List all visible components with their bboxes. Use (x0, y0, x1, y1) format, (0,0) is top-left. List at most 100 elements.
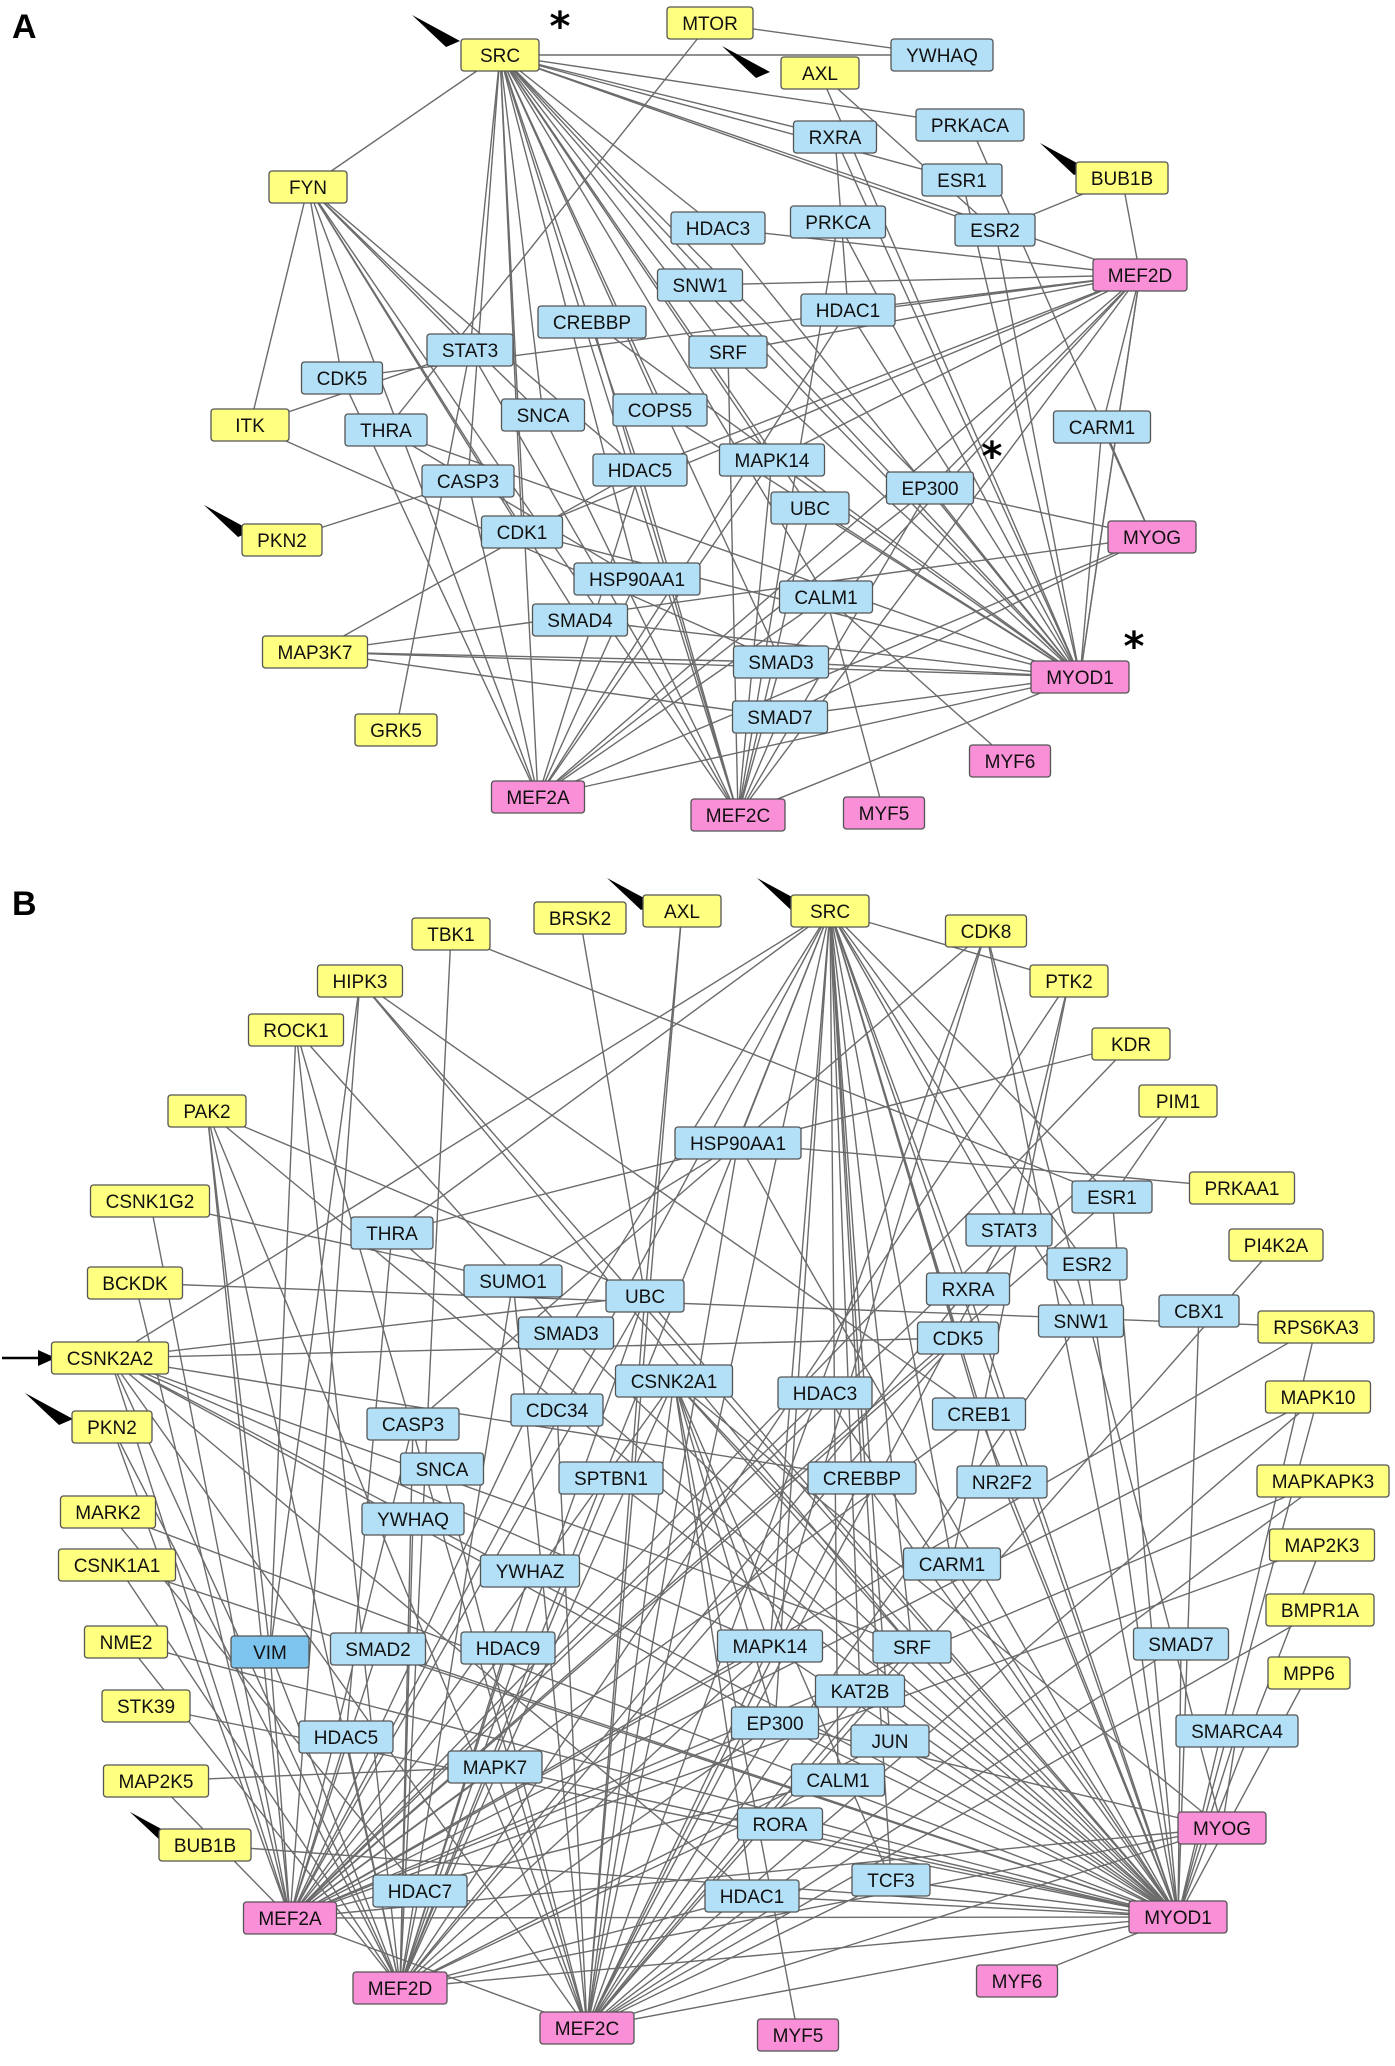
edge-hdac3-mef2d (717, 227, 1141, 276)
node-box (790, 894, 870, 928)
edge-myog-mef2d (399, 1827, 1223, 1989)
edge-cdk8-casp3 (412, 930, 987, 1425)
node-bmpr1a: BMPR1A (1265, 1593, 1375, 1627)
node-stat3: STAT3 (965, 1213, 1053, 1247)
node-label: BMPR1A (1281, 1601, 1359, 1622)
edge-src-ep300 (774, 910, 831, 1724)
node-hsp90aa1: HSP90AA1 (674, 1126, 802, 1160)
edge-src-smad3 (499, 54, 782, 663)
node-box (372, 1874, 468, 1908)
node-label: ESR2 (970, 221, 1020, 242)
node-box (612, 393, 708, 427)
node-jun: JUN (850, 1724, 930, 1758)
node-label: MAPK14 (735, 451, 810, 472)
edge-vim-mef2a (269, 1651, 291, 1919)
node-mef2d: MEF2D (352, 1971, 448, 2005)
edge-myod1-mef2d (399, 1916, 1179, 1989)
node-box (460, 1631, 556, 1665)
edge-brsk2-ubc (579, 917, 646, 1297)
node-hdac1: HDAC1 (800, 293, 896, 327)
node-box (83, 1625, 169, 1659)
node-box (1265, 1593, 1375, 1627)
edge-axl-myod1 (819, 72, 1081, 678)
node-label: MYF6 (985, 752, 1036, 773)
node-mark2: MARK2 (59, 1495, 157, 1529)
edge-myod1-mef2d (1079, 274, 1141, 678)
node-box (690, 798, 786, 832)
edge-snca-mef2c (542, 414, 739, 816)
node-label: MEF2D (1108, 266, 1172, 287)
edge-pak2-mef2a (206, 1110, 291, 1919)
edge-thra-hsp90aa1 (385, 429, 638, 580)
node-smad2: SMAD2 (329, 1632, 427, 1666)
node-map2k3: MAP2K3 (1268, 1528, 1376, 1562)
node-axl: AXL (780, 56, 860, 90)
edge-src-esr2 (499, 54, 996, 231)
node-box (656, 268, 744, 302)
node-thra: THRA (350, 1216, 434, 1250)
node-box (800, 293, 896, 327)
node-label: CALM1 (794, 588, 857, 609)
node-box (510, 1393, 604, 1427)
node-label: SNCA (517, 406, 570, 427)
edge-hdac1-mef2a (537, 309, 849, 798)
node-box (851, 1863, 931, 1897)
node-label: FYN (289, 178, 327, 199)
node-label: STAT3 (442, 341, 498, 362)
node-box (614, 1364, 734, 1398)
edge-src-srf (499, 54, 729, 353)
node-box (736, 1807, 824, 1841)
node-box (1228, 1228, 1324, 1262)
node-hdac5: HDAC5 (592, 453, 688, 487)
edge-src-esr1 (499, 54, 963, 181)
node-label: HSP90AA1 (589, 570, 685, 591)
node-map3k7: MAP3K7 (261, 635, 369, 669)
node-box (101, 1689, 191, 1723)
node-label: RXRA (942, 1280, 995, 1301)
node-myf5: MYF5 (842, 796, 926, 830)
node-label: AXL (664, 902, 700, 923)
edge-mapkapk3-mef2a (289, 1480, 1324, 1919)
edge-csnk2a1-ep300 (673, 1380, 776, 1724)
node-label: YWHAQ (906, 46, 978, 67)
node-hdac3: HDAC3 (777, 1376, 873, 1410)
node-fyn: FYN (268, 170, 348, 204)
edge-srf-myod1 (911, 1646, 1179, 1918)
node-box (411, 917, 491, 951)
node-box (670, 211, 766, 245)
node-box (167, 1094, 247, 1128)
edge-src-stat3 (829, 910, 1010, 1231)
node-label: PAK2 (183, 1102, 230, 1123)
edge-stat3-mef2c (586, 1229, 1010, 2029)
edge-snca-mef2c (441, 1468, 588, 2029)
edge-smad7-mef2c (586, 1643, 1182, 2029)
edge-fyn-snca (307, 186, 544, 416)
node-label: CDK1 (497, 523, 548, 544)
node-cdk5: CDK5 (916, 1321, 1000, 1355)
edge-ep300-mef2a (289, 1722, 776, 1919)
node-bub1b: BUB1B (1075, 161, 1169, 195)
node-esr1: ESR1 (921, 163, 1003, 197)
edge-rxra-myod1 (967, 1288, 1179, 1918)
edge-hipk3-creb1 (359, 980, 980, 1415)
edge-mef2d-snw1 (699, 274, 1141, 286)
edge-mef2d-ep300 (929, 274, 1141, 489)
node-hipk3: HIPK3 (316, 964, 404, 998)
node-label: THRA (360, 421, 412, 442)
node-label: CSNK2A1 (631, 1372, 718, 1393)
node-label: MYOD1 (1144, 1908, 1212, 1929)
edge-ptk2-stat3 (1008, 980, 1070, 1231)
node-box (1175, 1714, 1299, 1748)
node-box (807, 1461, 917, 1495)
node-label: HDAC9 (476, 1639, 540, 1660)
node-box (716, 1629, 824, 1663)
node-box (1030, 660, 1130, 694)
node-box (480, 515, 564, 549)
node-label: SNW1 (673, 276, 728, 297)
node-srf: SRF (688, 335, 768, 369)
edge-hsp90aa1-myod1 (737, 1142, 1179, 1918)
node-label: MYOG (1123, 528, 1181, 549)
edge-cdc34-mef2c (556, 1409, 588, 2029)
edge-myog-map3k7 (314, 536, 1153, 653)
